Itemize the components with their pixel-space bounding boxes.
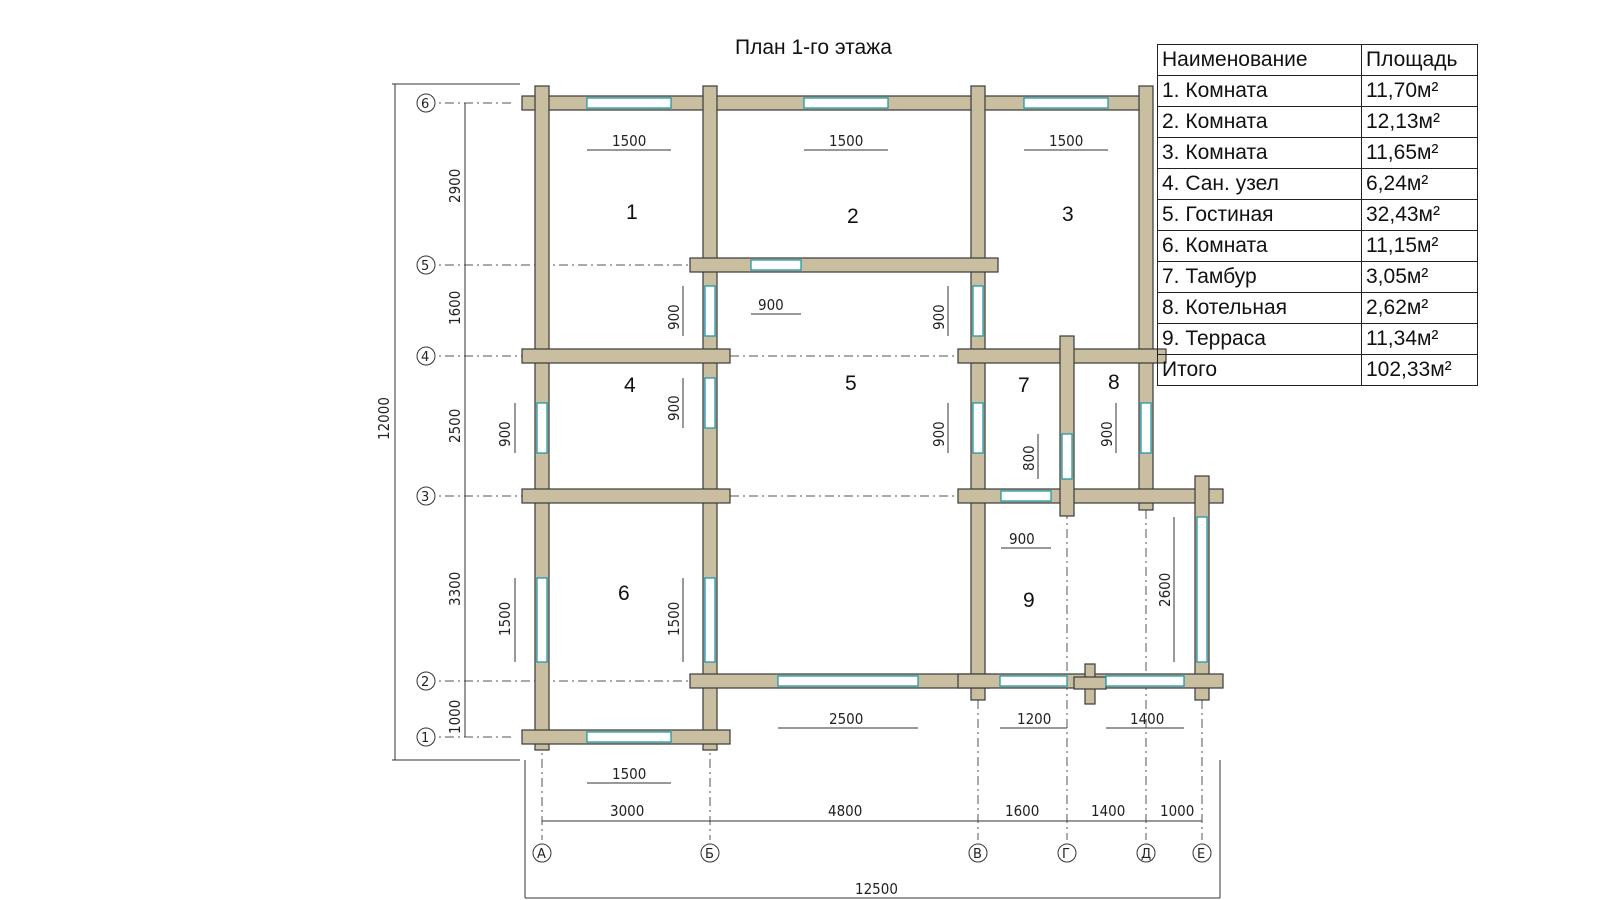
room-number: 5 [845,372,857,395]
dim-column: 1000 [1160,802,1194,820]
dim-door: 800 [1020,445,1038,471]
table-header-name: Наименование [1157,44,1362,76]
plan-title: План 1-го этажа [735,36,892,59]
dim-overall-width: 12500 [855,880,898,898]
room-number: 8 [1108,371,1120,394]
room-name: 3. Комната [1157,137,1362,169]
room-labels: 1 2 3 4 5 6 7 8 9 [618,201,1120,612]
dim-row: 1000 [446,700,464,734]
dim-row: 2500 [446,409,464,443]
room-area: 11,65м² [1361,137,1478,169]
dim-window: 900 [496,421,514,447]
total-label: Итого [1157,354,1362,386]
openings [536,97,1208,743]
room-number: 3 [1062,203,1074,226]
axis-label: Б [705,847,714,862]
dim-window: 1500 [829,132,863,150]
dim-overall-height: 12000 [375,397,393,440]
room-name: 4. Сан. узел [1157,168,1362,200]
axis-label: Е [1197,847,1205,862]
dim-window: 2600 [1156,573,1174,607]
room-number: 1 [626,201,638,224]
dim-row: 2900 [446,169,464,203]
room-name: 8. Котельная [1157,292,1362,324]
dim-door: 900 [758,296,784,314]
room-area: 11,15м² [1361,230,1478,262]
dim-window: 1400 [1130,710,1164,728]
dim-column: 1600 [1005,802,1039,820]
dim-column: 3000 [610,802,644,820]
room-area: 6,24м² [1361,168,1478,200]
dim-door: 900 [665,395,683,421]
room-name: 6. Комната [1157,230,1362,262]
dim-door: 900 [930,421,948,447]
axis-markers-horizontal: 6 5 4 3 2 1 [416,93,436,747]
walls [521,85,1224,751]
room-area: 11,70м² [1361,75,1478,107]
room-area: 2,62м² [1361,292,1478,324]
total-area: 102,33м² [1361,354,1478,386]
table-header-area: Площадь [1361,44,1478,76]
dim-window: 900 [1098,421,1116,447]
axis-label: Д [1141,847,1151,862]
dim-window: 2500 [829,710,863,728]
left-dimensions: 12000 2900 1600 2500 3300 1000 [375,83,520,761]
dim-window: 1500 [496,602,514,636]
dim-column: 4800 [828,802,862,820]
dim-column: 1400 [1091,802,1125,820]
room-number: 9 [1023,589,1035,612]
bottom-dimensions: 3000 4800 1600 1400 1000 12500 [524,760,1221,899]
axis-label: 1 [421,731,429,746]
dim-window: 1500 [612,132,646,150]
room-name: 7. Тамбур [1157,261,1362,293]
room-name: 9. Терраса [1157,323,1362,355]
room-name: 2. Комната [1157,106,1362,138]
room-number: 6 [618,582,630,605]
dim-door: 1500 [665,602,683,636]
room-name: 5. Гостиная [1157,199,1362,231]
dim-row: 3300 [446,572,464,606]
room-area: 12,13м² [1361,106,1478,138]
dim-window: 1500 [1049,132,1083,150]
dim-row: 1600 [446,291,464,325]
room-name: 1. Комната [1157,75,1362,107]
axis-label: 3 [421,490,429,505]
axis-label: В [973,847,982,862]
room-area: 32,43м² [1361,199,1478,231]
room-number: 4 [624,374,636,397]
axis-label: А [537,847,546,862]
axis-label: 6 [421,97,429,112]
dim-door: 900 [665,304,683,330]
opening-dimensions: 1500 1500 1500 900 900 900 900 900 900 8… [496,132,1184,784]
room-area: 11,34м² [1361,323,1478,355]
dim-door: 900 [1009,530,1035,548]
room-number: 2 [847,205,859,228]
axis-markers-vertical: А Б В Г Д Е [532,843,1212,863]
axis-label: 4 [421,350,429,365]
room-number: 7 [1018,374,1030,397]
axis-label: 2 [421,675,429,690]
dim-door: 900 [930,304,948,330]
table-header-row: Наименование Площадь [1157,44,1478,76]
dim-window: 1500 [612,765,646,783]
axis-label: 5 [421,259,429,274]
axis-label: Г [1062,847,1070,862]
room-area: 3,05м² [1361,261,1478,293]
dim-window: 1200 [1017,710,1051,728]
